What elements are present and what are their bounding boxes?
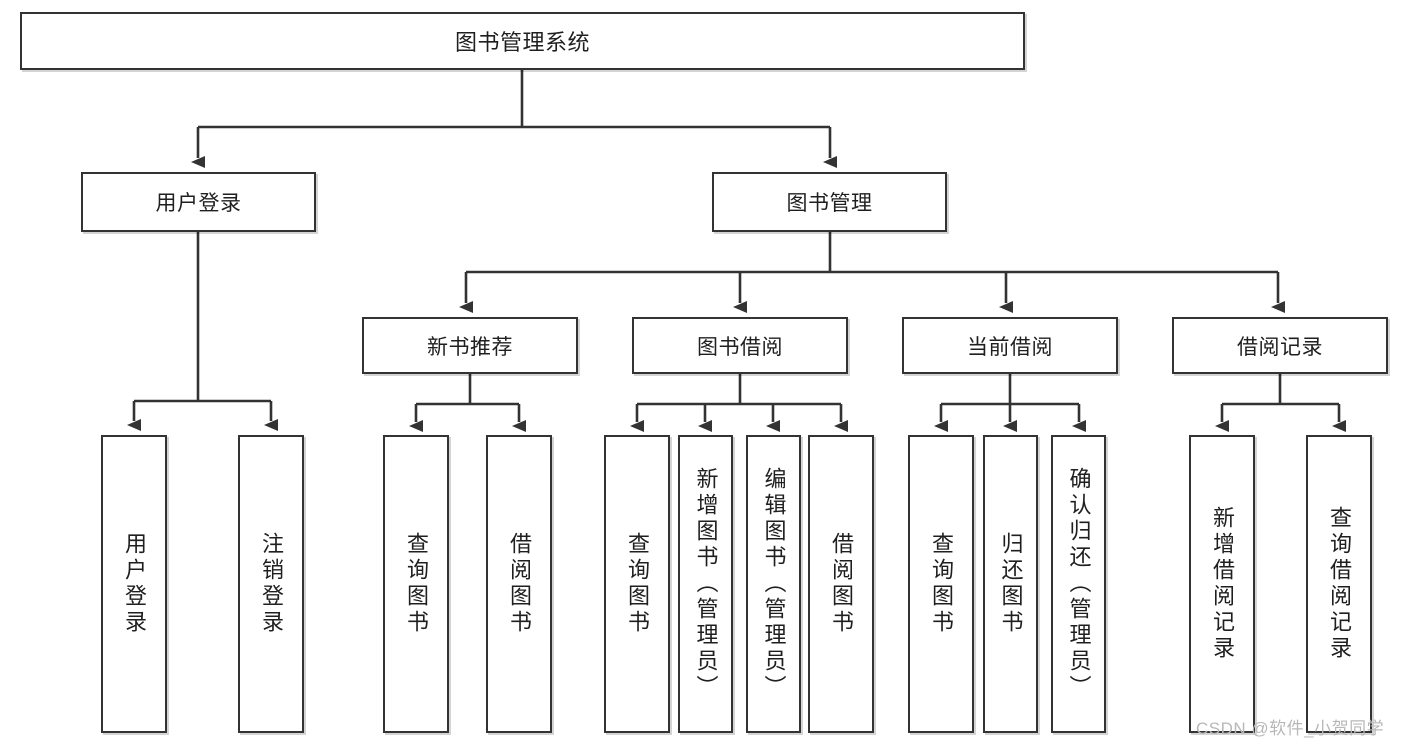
node-label: 注销登录 — [259, 532, 284, 636]
leaf-query-book-current[interactable]: 查询图书 — [908, 435, 974, 733]
csdn-watermark: CSDN @软件_小贺同学 — [1196, 719, 1385, 738]
node-borrow-record[interactable]: 借阅记录 — [1172, 317, 1388, 374]
node-label: 借阅记录 — [1237, 335, 1323, 359]
node-user-login[interactable]: 用户登录 — [81, 172, 316, 232]
leaf-logout-login[interactable]: 注销登录 — [238, 435, 304, 733]
node-label: 借阅图书 — [829, 532, 854, 636]
node-book-borrow[interactable]: 图书借阅 — [632, 317, 848, 374]
node-label: 用户登录 — [122, 532, 147, 636]
leaf-add-borrow-record[interactable]: 新增借阅记录 — [1189, 435, 1255, 733]
node-label: 新增借阅记录 — [1210, 506, 1235, 662]
node-label: 图书管理系统 — [454, 30, 590, 55]
node-current-borrow[interactable]: 当前借阅 — [902, 317, 1118, 374]
leaf-query-borrow-record[interactable]: 查询借阅记录 — [1306, 435, 1372, 733]
node-label: 查询借阅记录 — [1327, 506, 1352, 662]
node-label: 新增图书（管理员） — [693, 467, 719, 701]
leaf-confirm-return-admin[interactable]: 确认归还（管理员） — [1051, 435, 1106, 733]
leaf-add-book-admin[interactable]: 新增图书（管理员） — [678, 435, 733, 733]
node-label: 图书管理 — [786, 192, 873, 215]
node-label: 用户登录 — [155, 192, 242, 215]
leaf-borrow-book-recommend[interactable]: 借阅图书 — [486, 435, 552, 733]
node-label: 借阅图书 — [507, 532, 532, 636]
node-label: 图书借阅 — [697, 335, 783, 359]
leaf-query-book-recommend[interactable]: 查询图书 — [383, 435, 449, 733]
node-label: 编辑图书（管理员） — [761, 467, 787, 701]
leaf-borrow-book-borrow[interactable]: 借阅图书 — [808, 435, 874, 733]
node-new-book-recommend[interactable]: 新书推荐 — [362, 317, 578, 374]
leaf-return-book[interactable]: 归还图书 — [983, 435, 1038, 733]
node-book-management[interactable]: 图书管理 — [712, 172, 947, 232]
node-label: 当前借阅 — [967, 335, 1053, 359]
leaf-edit-book-admin[interactable]: 编辑图书（管理员） — [746, 435, 801, 733]
node-label: 查询图书 — [929, 532, 954, 636]
node-label: 查询图书 — [404, 532, 429, 636]
node-label: 查询图书 — [625, 532, 650, 636]
node-label: 确认归还（管理员） — [1066, 467, 1092, 701]
node-root-book-management-system[interactable]: 图书管理系统 — [20, 12, 1025, 70]
leaf-user-login[interactable]: 用户登录 — [101, 435, 167, 733]
leaf-query-book-borrow[interactable]: 查询图书 — [604, 435, 670, 733]
node-label: 新书推荐 — [427, 335, 513, 359]
node-label: 归还图书 — [998, 532, 1024, 636]
